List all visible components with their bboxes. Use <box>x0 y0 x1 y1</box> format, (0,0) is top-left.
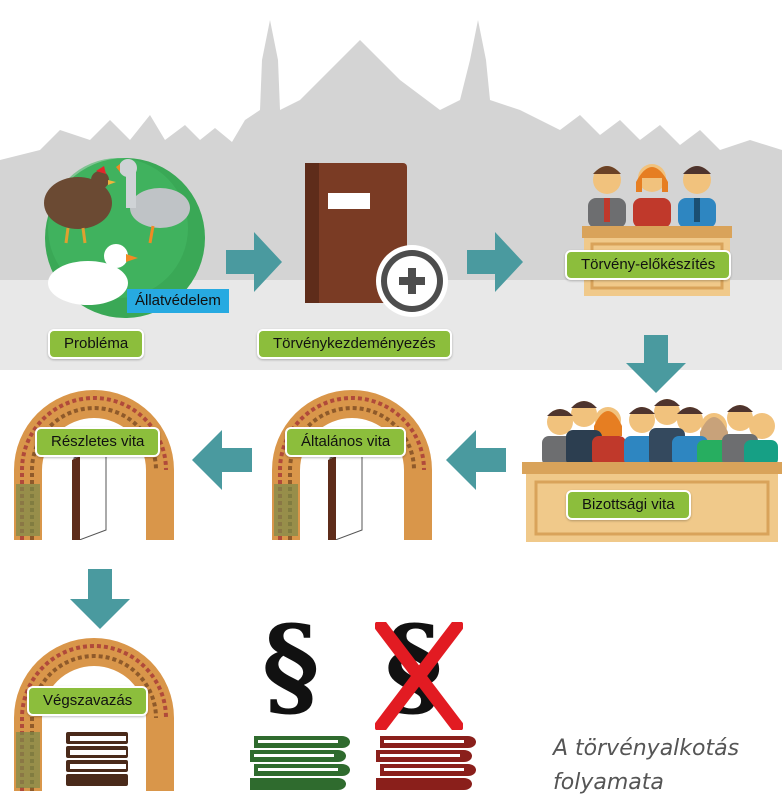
law-book-plus-icon <box>305 163 448 317</box>
committee-label: Bizottsági vita <box>566 490 691 520</box>
book-stack-icon <box>66 732 128 786</box>
caption-line-1: A törvényalkotás <box>553 736 740 761</box>
arrow-left-2 <box>192 430 252 490</box>
paragraph-symbol-accepted: § <box>262 601 320 730</box>
arrow-right-1 <box>226 232 282 292</box>
general-debate-label: Általános vita <box>285 427 407 457</box>
final-vote-label: Végszavazás <box>27 686 149 716</box>
committee-group-icon <box>522 399 782 542</box>
preparation-label: Törvény-előkészítés <box>565 250 732 280</box>
animal-protection-tag: Állatvédelem <box>127 289 229 313</box>
arrow-down-2 <box>70 569 130 629</box>
initiative-label: Törvénykezdeményezés <box>257 329 452 359</box>
arrow-left-1 <box>446 430 506 490</box>
detailed-debate-label: Részletes vita <box>35 427 161 457</box>
hen-icon <box>44 166 116 244</box>
problem-label: Probléma <box>48 329 145 359</box>
plenary-hall-icon <box>272 390 432 540</box>
goose-icon <box>116 159 190 244</box>
red-cross-icon <box>375 622 463 730</box>
arrow-down-1 <box>626 335 686 393</box>
person-icon <box>588 166 626 228</box>
duck-icon <box>48 244 138 305</box>
caption-line-2: folyamata <box>553 770 664 795</box>
green-book-stack-icon <box>250 736 350 790</box>
preparation-group-icon <box>582 164 732 296</box>
globe-icon <box>44 158 205 318</box>
open-book-icon <box>328 445 363 540</box>
arrow-right-2 <box>467 232 523 292</box>
red-book-stack-icon <box>376 736 476 790</box>
final-vote-hall-icon <box>14 638 174 791</box>
plenary-hall-icon-2 <box>14 390 174 540</box>
diagram-caption: A törvényalkotás folyamata <box>553 732 739 800</box>
